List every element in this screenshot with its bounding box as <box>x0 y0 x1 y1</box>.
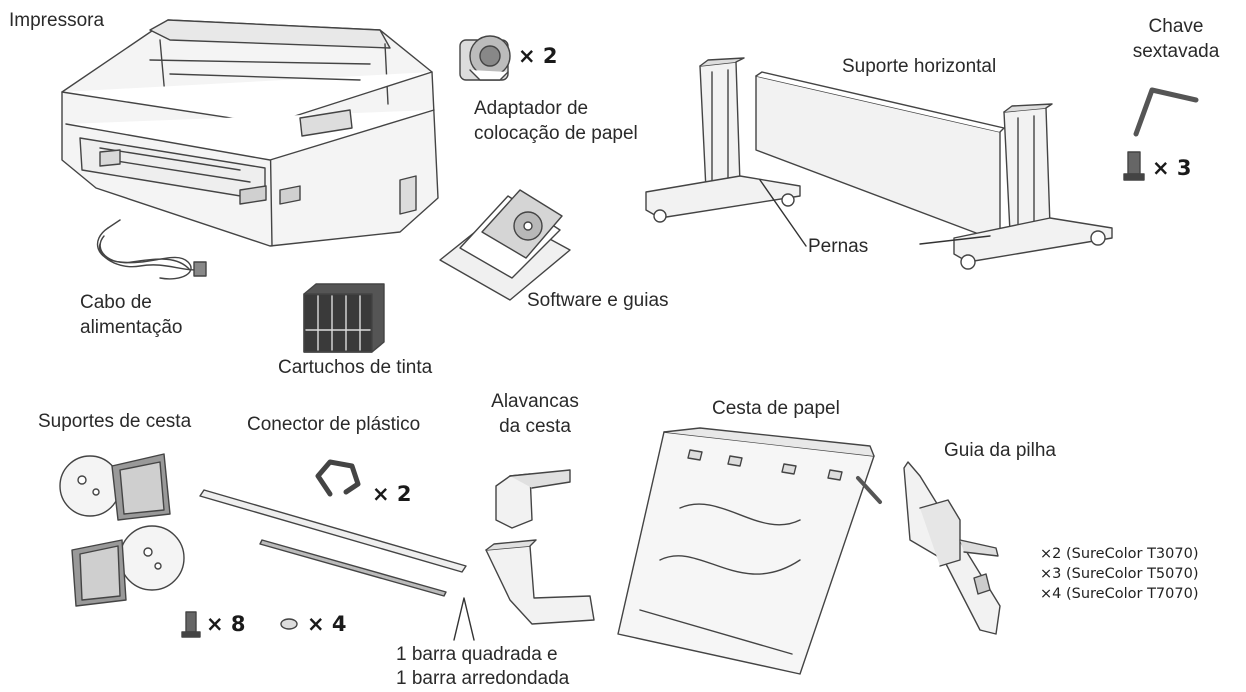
stack-guide-quantity-t5070: ×3 (SureColor T5070) <box>1040 566 1199 582</box>
bars-label-line1: 1 barra quadrada e <box>396 644 558 665</box>
hex-key-label-line1: Chave <box>1148 16 1204 37</box>
software-guides-label: Software e guias <box>527 290 669 311</box>
stack-guide-quantity-t3070: ×2 (SureColor T3070) <box>1040 546 1199 562</box>
nuts-quantity: × 4 <box>307 612 347 636</box>
plastic-connector-label: Conector de plástico <box>247 414 421 435</box>
printer-drawing <box>62 20 438 246</box>
basket-screws-quantity: × 8 <box>206 612 246 636</box>
basket-levers-label-line2: da cesta <box>499 416 571 437</box>
legs-label: Pernas <box>808 236 869 257</box>
basket-levers-drawing <box>486 470 594 624</box>
paper-basket-drawing <box>618 428 880 674</box>
nut-drawing <box>281 619 297 629</box>
horizontal-support-label: Suporte horizontal <box>842 56 997 77</box>
power-cable-label-line1: Cabo de <box>80 292 152 313</box>
hex-key-drawing <box>1136 90 1196 134</box>
hex-screws-quantity: × 3 <box>1152 156 1192 180</box>
power-cable-drawing <box>98 220 206 279</box>
roll-adapter-quantity: × 2 <box>518 44 558 68</box>
bars-label-line2: 1 barra arredondada <box>396 668 570 689</box>
basket-supports-label: Suportes de cesta <box>38 411 192 432</box>
basket-levers-label-line1: Alavancas <box>491 391 579 412</box>
roll-adapter-label-line2: colocação de papel <box>474 123 638 144</box>
basket-supports-drawing <box>60 454 184 606</box>
bars-drawing <box>200 490 474 640</box>
screw-drawing-bottom <box>182 612 200 637</box>
software-drawing <box>440 190 570 300</box>
paper-basket-label: Cesta de papel <box>712 398 840 419</box>
printer-label: Impressora <box>9 10 105 31</box>
stack-guide-label: Guia da pilha <box>944 440 1056 461</box>
screw-drawing-top <box>1124 152 1144 180</box>
stack-guide-drawing <box>904 462 1000 634</box>
ink-cartridges-label: Cartuchos de tinta <box>278 357 433 378</box>
hex-key-label-line2: sextavada <box>1132 41 1220 62</box>
roll-adapter-drawing <box>460 36 510 80</box>
plastic-connector-drawing <box>318 462 358 494</box>
stand-drawing <box>646 58 1112 269</box>
power-cable-label-line2: alimentação <box>80 317 183 338</box>
plastic-connector-quantity: × 2 <box>372 482 412 506</box>
ink-cartridges-drawing <box>304 284 384 352</box>
stack-guide-quantity-t7070: ×4 (SureColor T7070) <box>1040 586 1199 602</box>
roll-adapter-label-line1: Adaptador de <box>474 98 589 119</box>
